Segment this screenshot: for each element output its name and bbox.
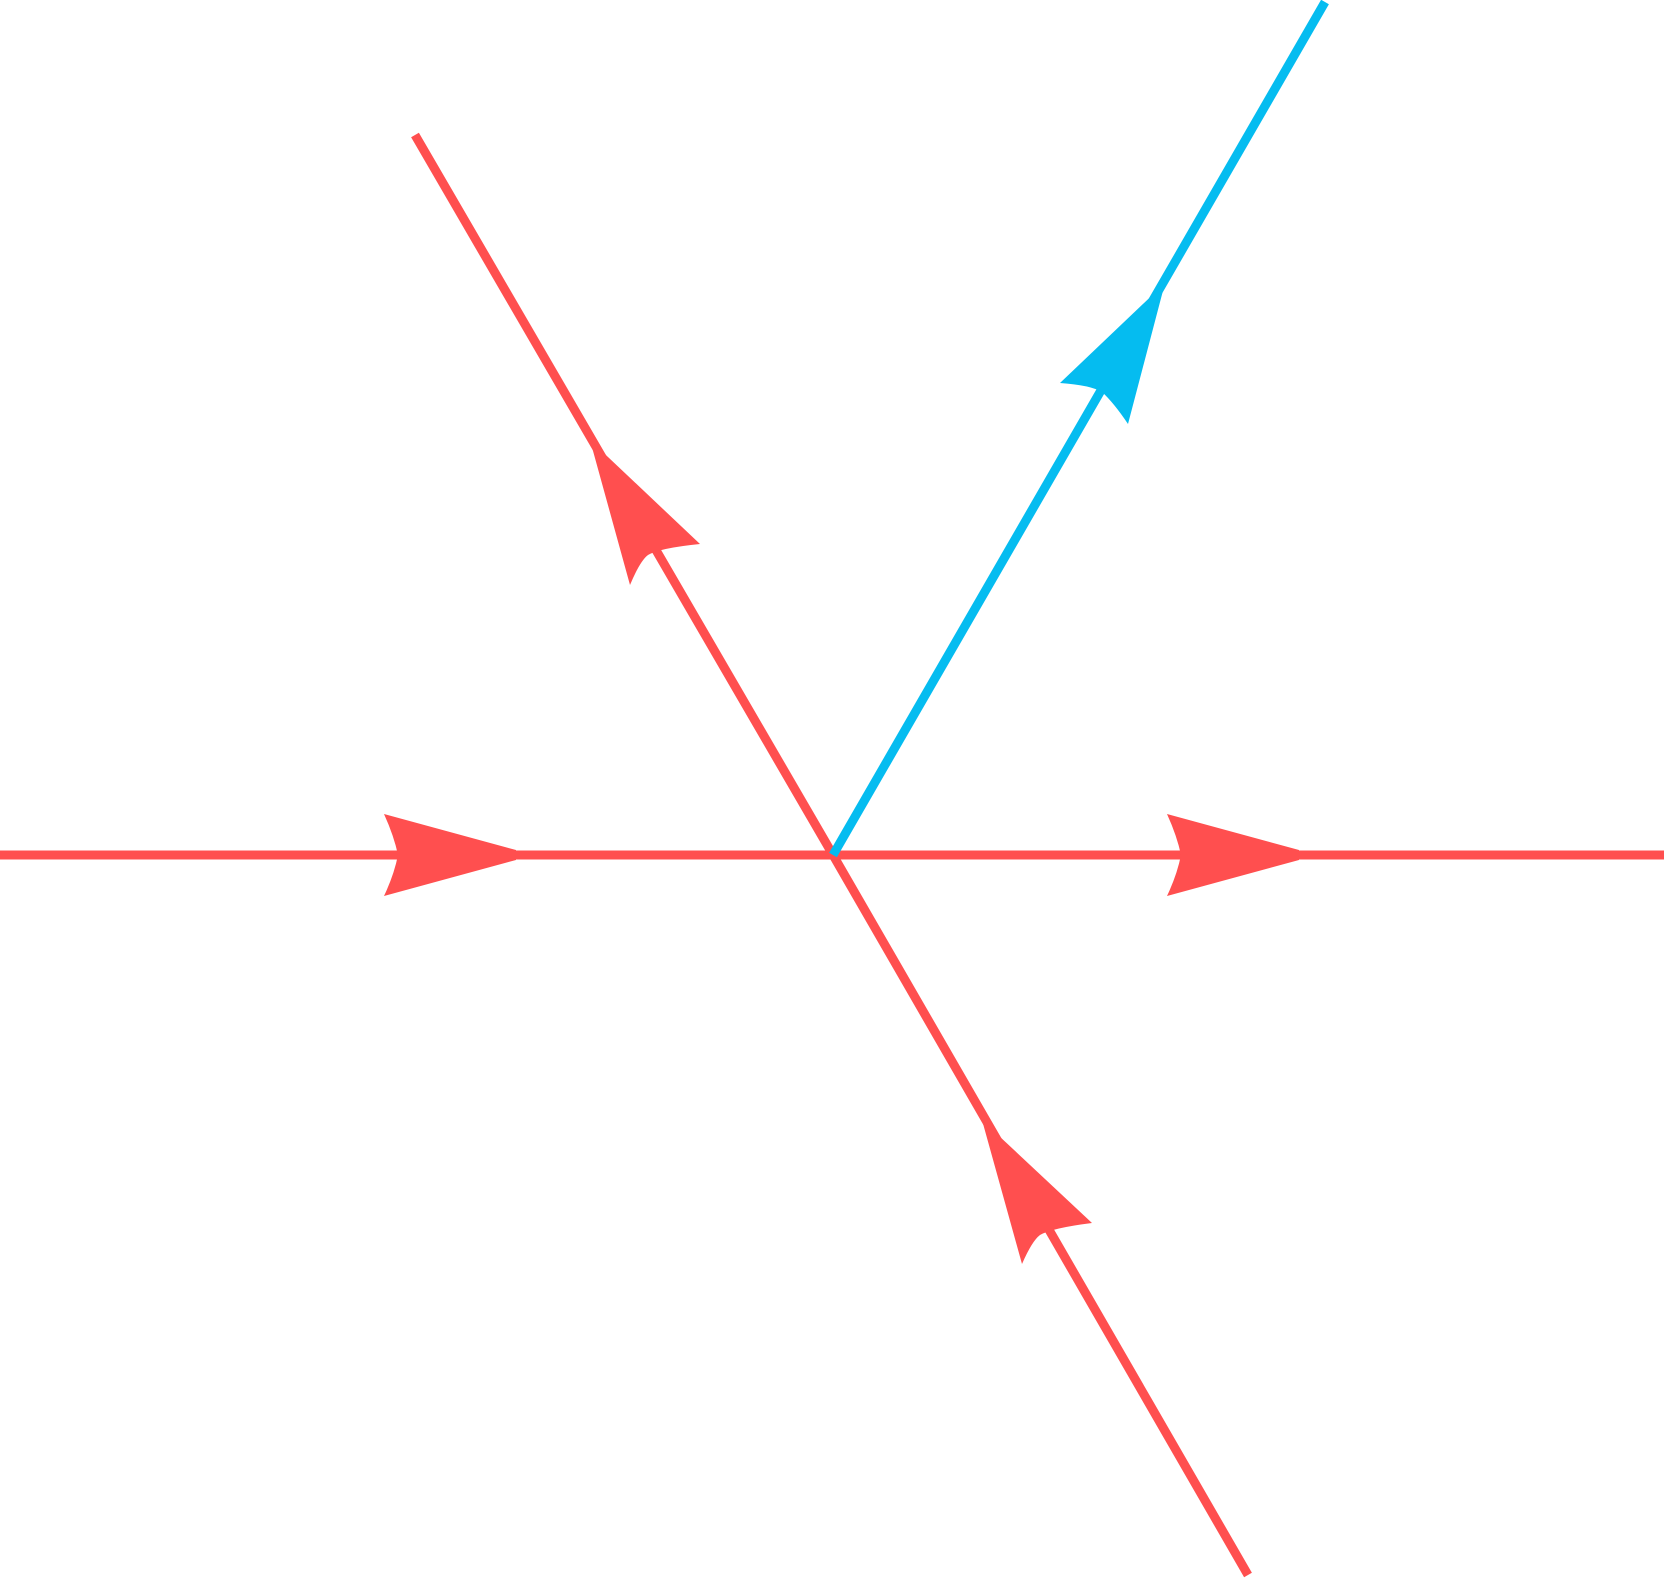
diagonal-line-upper-right — [829, 0, 1329, 858]
arrow-lower-right — [982, 1120, 1092, 1264]
arrow-right — [1167, 814, 1299, 896]
arrow-left — [384, 814, 516, 896]
arrow-upper-left — [590, 440, 700, 585]
arrow-upper-right — [1060, 283, 1165, 424]
